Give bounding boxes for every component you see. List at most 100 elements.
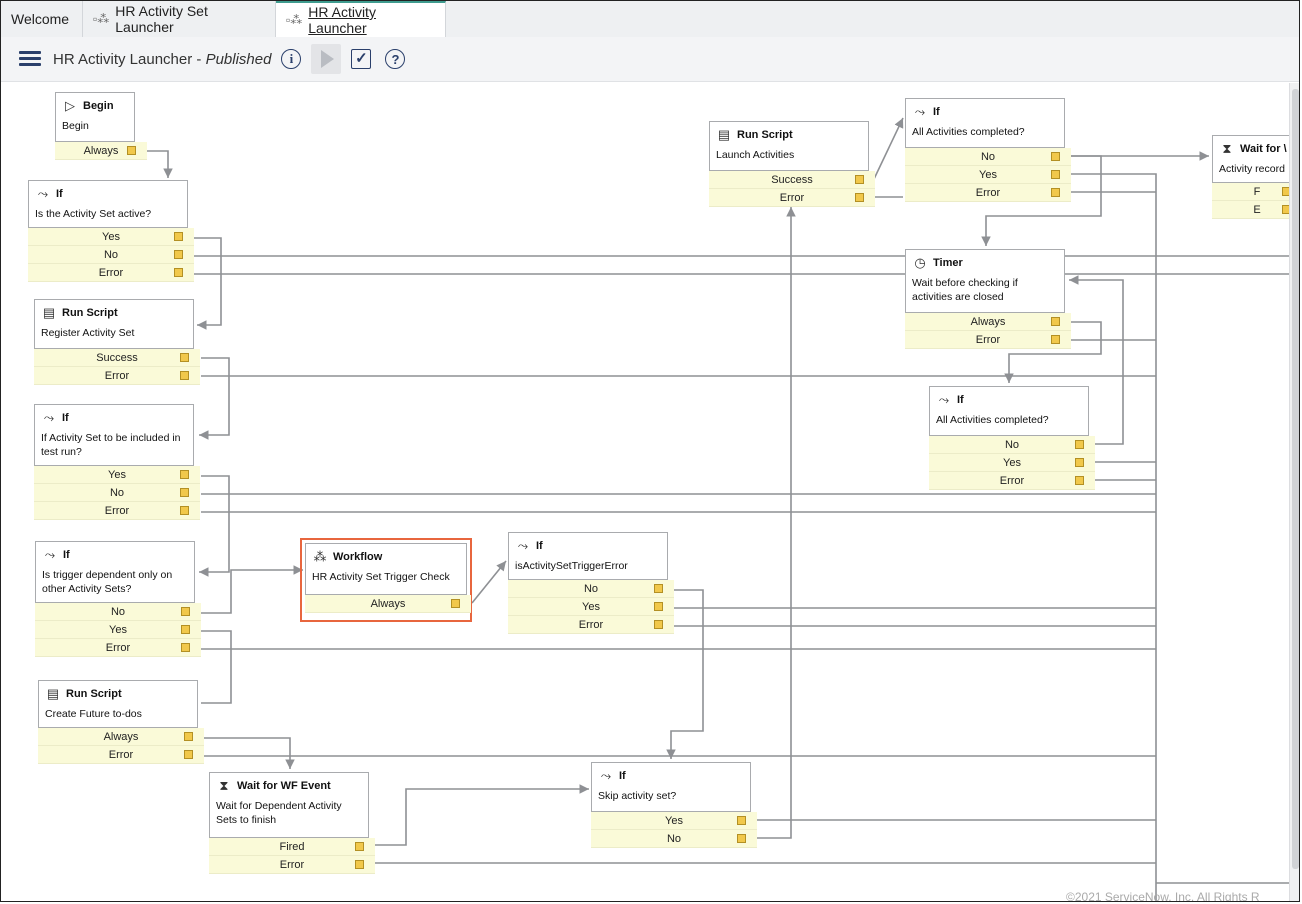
activity-if-test[interactable]: ⤳ If If Activity Set to be included in tes…	[34, 404, 194, 466]
transition-line[interactable]	[375, 784, 589, 846]
condition-port[interactable]	[355, 860, 364, 869]
condition-label: Yes	[1003, 457, 1021, 469]
condition-label: Always	[103, 731, 139, 743]
condition-port[interactable]	[1051, 152, 1060, 161]
run-button[interactable]	[311, 44, 342, 74]
condition-row: Error	[34, 502, 200, 520]
condition-port[interactable]	[737, 834, 746, 843]
condition-port[interactable]	[855, 193, 864, 202]
scrollbar-thumb[interactable]	[1292, 89, 1299, 869]
transition-line[interactable]	[199, 357, 230, 440]
condition-port[interactable]	[180, 371, 189, 380]
condition-port[interactable]	[1282, 187, 1289, 196]
condition-port[interactable]	[654, 620, 663, 629]
tab-welcome[interactable]: Welcome	[1, 1, 83, 37]
workflow-title: HR Activity Launcher - Published	[53, 51, 271, 68]
condition-port[interactable]	[180, 488, 189, 497]
condition-port[interactable]	[181, 607, 190, 616]
condition-port[interactable]	[174, 250, 183, 259]
transition-line[interactable]	[981, 155, 1102, 246]
transition-line[interactable]	[666, 589, 704, 759]
activity-wait-partial[interactable]: ⧗Wait for \Activity record	[1212, 135, 1289, 183]
condition-port[interactable]	[181, 643, 190, 652]
info-icon[interactable]: i	[281, 49, 302, 69]
condition-port[interactable]	[1051, 188, 1060, 197]
activity-name: Is the Activity Set active?	[35, 208, 152, 220]
transition-line[interactable]	[1071, 173, 1157, 902]
condition-row: Error	[35, 639, 201, 657]
branch-icon: ⤳	[938, 392, 950, 407]
condition-port[interactable]	[654, 602, 663, 611]
transition-line[interactable]	[204, 737, 295, 769]
activity-name: If Activity Set to be included in test r…	[41, 432, 181, 458]
condition-port[interactable]	[181, 625, 190, 634]
condition-port[interactable]	[355, 842, 364, 851]
condition-port[interactable]	[1075, 458, 1084, 467]
transition-line[interactable]	[201, 565, 303, 614]
workflow-canvas[interactable]: ©2021 ServiceNow, Inc. All Rights R ▷Beg…	[1, 83, 1289, 902]
condition-port[interactable]	[174, 268, 183, 277]
transition-line[interactable]	[757, 207, 796, 839]
activity-type: If	[62, 412, 69, 424]
condition-port[interactable]	[1075, 440, 1084, 449]
activity-type: If	[63, 549, 70, 561]
branch-icon: ⤳	[43, 410, 55, 425]
condition-port[interactable]	[184, 732, 193, 741]
condition-label: Error	[108, 749, 134, 761]
condition-port[interactable]	[180, 470, 189, 479]
wait-event-icon: ⧗	[1222, 141, 1232, 156]
condition-row: Fired	[209, 838, 375, 856]
condition-port[interactable]	[1051, 335, 1060, 344]
script-icon: ▤	[42, 305, 56, 320]
transition-line[interactable]	[194, 237, 222, 330]
condition-row: No	[508, 580, 674, 598]
validate-checkbox-icon[interactable]: ✓	[351, 49, 372, 69]
condition-port[interactable]	[1051, 170, 1060, 179]
wait-event-icon: ⧗	[219, 778, 229, 793]
play-icon	[321, 50, 335, 68]
condition-port[interactable]	[855, 175, 864, 184]
transition-line[interactable]	[1004, 321, 1102, 383]
condition-port[interactable]	[184, 750, 193, 759]
condition-port[interactable]	[180, 353, 189, 362]
transition-line[interactable]	[873, 117, 904, 180]
tab-hr-activity-set-launcher[interactable]: ▫⁂ HR Activity Set Launcher	[83, 1, 276, 37]
condition-port[interactable]	[737, 816, 746, 825]
condition-port[interactable]	[1051, 317, 1060, 326]
tab-hr-activity-launcher[interactable]: ▫⁂ HR Activity Launcher	[276, 1, 446, 37]
hamburger-menu-icon[interactable]	[19, 51, 41, 67]
condition-port[interactable]	[654, 584, 663, 593]
condition-port[interactable]	[1075, 476, 1084, 485]
activity-header: ⧗Wait for \	[1213, 136, 1289, 162]
condition-label: Success	[96, 352, 138, 364]
condition-port[interactable]	[451, 599, 460, 608]
help-icon[interactable]: ?	[385, 49, 406, 69]
transition-line[interactable]	[199, 475, 230, 577]
vertical-scrollbar[interactable]	[1289, 83, 1299, 901]
condition-label: Yes	[109, 624, 127, 636]
activity-header: ▤Run Script	[39, 681, 197, 707]
condition-row: F	[1212, 183, 1289, 201]
condition-port[interactable]	[180, 506, 189, 515]
transition-line[interactable]	[1069, 275, 1124, 445]
condition-row: Always	[38, 728, 204, 746]
transition-line[interactable]	[138, 150, 173, 178]
condition-port[interactable]	[1282, 205, 1289, 214]
condition-port[interactable]	[127, 146, 136, 155]
transition-line[interactable]	[471, 560, 507, 604]
condition-port[interactable]	[174, 232, 183, 241]
transition-line[interactable]	[201, 630, 232, 704]
